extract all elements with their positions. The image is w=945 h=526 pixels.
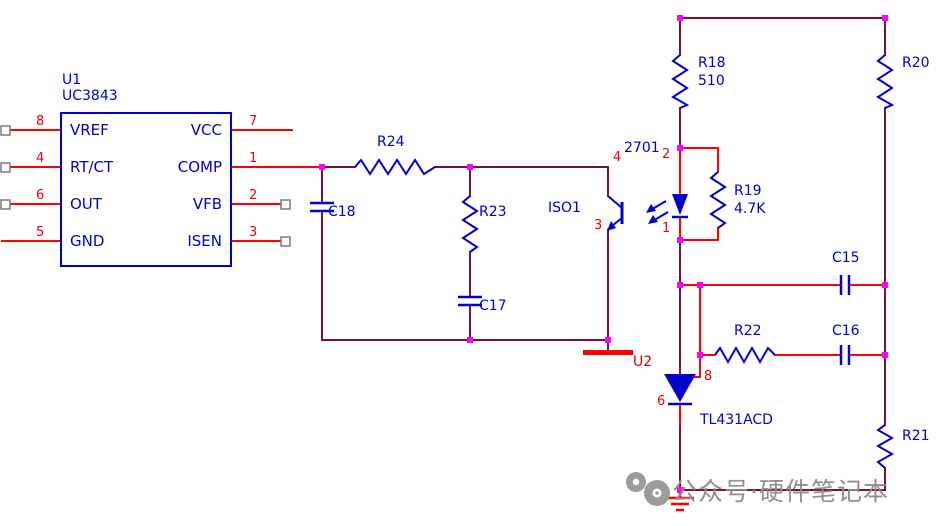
iso1-pin-number-2: 2 [662,147,671,162]
u1-part-label: UC3843 [62,88,118,104]
iso1-part-label: 2701 [624,140,660,156]
iso1-pin-number-4: 4 [613,150,622,165]
pin-name-comp: COMP [177,158,222,176]
u1-chip-body [60,112,232,267]
resistor-symbol-r18 [671,54,690,109]
pin-name-rtct: RT/CT [70,158,114,176]
r19-value-label: 4.7K [734,201,766,217]
r20-label: R20 [902,55,930,71]
capacitor-symbol-c16 [839,345,851,365]
tl431-u2-symbol [664,374,696,406]
pin-number-6: 6 [36,188,45,203]
junction-dots [319,15,888,493]
resistor-symbol-r21 [875,424,895,469]
iso1-pin-number-3: 3 [594,218,603,233]
r22-label: R22 [734,323,762,339]
c16-label: C16 [832,323,860,339]
terminal-pads [0,125,291,247]
pin-name-isen: ISEN [187,232,222,250]
watermark-logo-icon [626,472,670,506]
r18-label: R18 [698,55,726,71]
net-wires [321,17,886,491]
capacitor-symbol-c18 [310,201,334,213]
iso1-refdes-label: ISO1 [548,200,581,216]
u2-refdes-label: U2 [633,354,653,370]
iso1-pin-number-1: 1 [662,221,671,236]
c18-label: C18 [328,204,356,220]
gnd-bar-symbol [583,350,633,355]
pin-name-out: OUT [70,195,102,213]
resistor-symbol-r19 [709,171,727,229]
pin-wires [1,129,886,426]
pin-number-8: 8 [36,114,45,129]
pin-name-vcc: VCC [190,121,222,139]
pin-number-7: 7 [249,114,258,129]
ground-symbol [666,490,694,512]
r24-label: R24 [377,134,405,150]
capacitor-symbol-c15 [839,275,851,295]
c15-label: C15 [832,250,860,266]
u1-refdes-label: U1 [62,72,82,88]
pin-name-gnd: GND [70,232,105,250]
pin-number-1: 1 [249,151,258,166]
u2-pin-number-8: 8 [704,369,713,384]
r21-label: R21 [902,428,930,444]
pin-number-3: 3 [249,225,258,240]
r23-label: R23 [479,204,507,220]
pin-name-vref: VREF [70,121,109,139]
resistor-symbol-r24 [354,158,436,176]
pin-number-4: 4 [36,151,45,166]
pin-number-2: 2 [249,188,258,203]
pin-number-5: 5 [36,225,45,240]
r18-value-label: 510 [698,73,725,89]
u2-part-label: TL431ACD [700,412,773,428]
resistor-symbol-r23 [461,195,479,253]
watermark-text: 公众号·硬件笔记本 [672,477,889,506]
pin-name-vfb: VFB [192,195,222,213]
r19-label: R19 [734,183,762,199]
resistor-symbol-r22 [714,345,776,365]
u2-pin-number-6: 6 [657,394,666,409]
resistor-symbol-r20 [876,54,895,109]
c17-label: C17 [479,298,507,314]
capacitor-symbol-c17 [458,295,482,307]
optocoupler-iso1-symbol [607,194,688,231]
